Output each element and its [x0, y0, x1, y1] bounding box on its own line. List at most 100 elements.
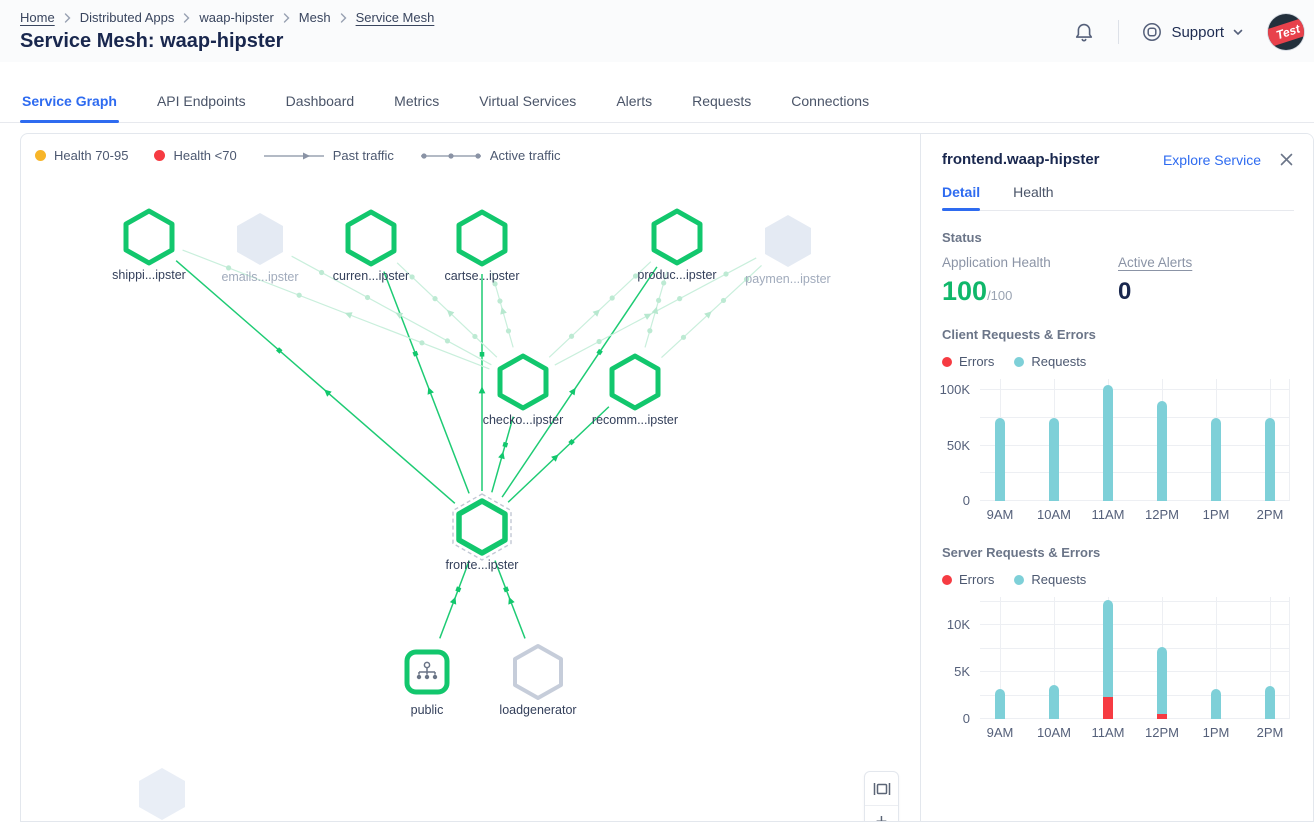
legend-label: Past traffic	[333, 148, 394, 163]
graph-zoom-controls: +	[864, 771, 899, 822]
graph-node-frontend[interactable]: fronte...ipster	[446, 494, 519, 572]
graph-node-product[interactable]: produc...ipster	[637, 211, 716, 282]
legend-item: Health <70	[154, 148, 236, 163]
graph-edge-public-frontend	[440, 561, 469, 639]
chart-legend-label: Requests	[1031, 354, 1086, 369]
graph-node-shipping[interactable]: shippi...ipster	[112, 211, 186, 282]
y-tick-label: 5K	[954, 664, 970, 679]
chart-legend-label: Errors	[959, 354, 994, 369]
y-axis: 10K5K0	[942, 597, 970, 719]
tab-metrics[interactable]: Metrics	[392, 80, 441, 122]
active-alerts-label[interactable]: Active Alerts	[1118, 255, 1294, 270]
tab-requests[interactable]: Requests	[690, 80, 753, 122]
x-tick-label: 9AM	[987, 507, 1014, 522]
x-tick-label: 11AM	[1092, 725, 1125, 740]
charts-container: Client Requests & ErrorsErrorsRequests10…	[942, 327, 1294, 743]
graph-node-checkout[interactable]: checko...ipster	[483, 356, 564, 427]
graph-node-label: fronte...ipster	[446, 558, 519, 572]
tab-api-endpoints[interactable]: API Endpoints	[155, 80, 248, 122]
graph-edge-frontend-checkout	[492, 417, 513, 493]
chart-legend-item: Errors	[942, 354, 994, 369]
graph-node-emailservice[interactable]: emails...ipster	[221, 213, 298, 284]
breadcrumb-item[interactable]: Service Mesh	[356, 10, 435, 25]
chart-title: Client Requests & Errors	[942, 327, 1294, 342]
application-health-total: /100	[987, 288, 1012, 303]
graph-node-recommendation[interactable]: recomm...ipster	[592, 356, 678, 427]
breadcrumb-item: Mesh	[299, 10, 331, 25]
legend-item: Active traffic	[420, 148, 561, 163]
tab-service-graph[interactable]: Service Graph	[20, 80, 119, 122]
graph-node-label: checko...ipster	[483, 413, 564, 427]
notifications-button[interactable]	[1064, 12, 1104, 52]
y-tick-label: 0	[963, 493, 970, 508]
breadcrumb-separator	[339, 12, 348, 24]
bar-2pm-requests	[1265, 418, 1275, 501]
chart-title: Server Requests & Errors	[942, 545, 1294, 560]
service-graph-canvas[interactable]: shippi...ipster emails...ipster curren...i…	[21, 134, 920, 822]
top-header: HomeDistributed Appswaap-hipsterMeshServ…	[0, 0, 1314, 62]
panel-tab-health[interactable]: Health	[1013, 184, 1053, 210]
bar-2pm-requests	[1265, 686, 1275, 719]
chart-legend-label: Requests	[1031, 572, 1086, 587]
tab-connections[interactable]: Connections	[789, 80, 871, 122]
bar-1pm-requests	[1211, 689, 1221, 719]
header-divider	[1118, 20, 1119, 44]
chevron-right-icon	[182, 12, 191, 24]
graph-node-loadgenerator[interactable]: loadgenerator	[499, 646, 576, 717]
x-axis: 9AM10AM11AM12PM1PM2PM	[980, 725, 1290, 743]
x-axis: 9AM10AM11AM12PM1PM2PM	[980, 507, 1290, 525]
graph-node-label: cartse...ipster	[444, 269, 519, 283]
graph-edge-loadgenerator-frontend	[495, 561, 525, 639]
past-traffic-line-icon	[263, 151, 325, 161]
tab-alerts[interactable]: Alerts	[614, 80, 654, 122]
close-panel-button[interactable]	[1279, 152, 1294, 167]
graph-node-payment[interactable]: paymen...ipster	[745, 215, 830, 286]
graph-node-label: recomm...ipster	[592, 413, 678, 427]
x-tick-label: 10AM	[1037, 725, 1071, 740]
avatar[interactable]: Test	[1268, 14, 1304, 50]
breadcrumb-item[interactable]: Home	[20, 10, 55, 25]
graph-node-label: loadgenerator	[499, 703, 576, 717]
service-mesh-card: shippi...ipster emails...ipster curren...i…	[20, 133, 1314, 822]
bar-12pm-requests	[1157, 401, 1167, 501]
errors-dot-icon	[942, 357, 952, 367]
x-tick-label: 12PM	[1145, 507, 1179, 522]
legend-label: Active traffic	[490, 148, 561, 163]
plot-area	[980, 597, 1290, 719]
x-tick-label: 12PM	[1145, 725, 1179, 740]
tab-dashboard[interactable]: Dashboard	[284, 80, 357, 122]
health-critical-dot-icon	[154, 150, 165, 161]
chart-legend-item: Requests	[1014, 354, 1086, 369]
graph-edge-frontend-shipping	[176, 261, 455, 504]
support-icon	[1141, 21, 1163, 43]
tab-virtual-services[interactable]: Virtual Services	[477, 80, 578, 122]
application-health-value: 100	[942, 276, 987, 306]
explore-service-link[interactable]: Explore Service	[1163, 152, 1261, 168]
x-tick-label: 2PM	[1257, 507, 1284, 522]
graph-node-public[interactable]: public	[407, 652, 447, 717]
zoom-in-button[interactable]: +	[865, 805, 898, 822]
bar-11am-errors	[1103, 697, 1113, 719]
fit-to-view-button[interactable]	[865, 772, 898, 805]
support-label: Support	[1171, 24, 1224, 41]
graph-edge-checkout-cartservice	[492, 273, 513, 348]
plot-area	[980, 379, 1290, 501]
breadcrumb-separator	[63, 12, 72, 24]
graph-node-currency[interactable]: curren...ipster	[333, 212, 409, 283]
graph-node-cartservice[interactable]: cartse...ipster	[444, 212, 519, 283]
support-menu[interactable]: Support	[1133, 21, 1252, 43]
fit-to-view-icon	[872, 779, 892, 799]
bar-12pm-errors	[1157, 714, 1167, 719]
panel-tab-bar: Detail Health	[942, 184, 1294, 211]
graph-edge-frontend-cartservice	[479, 274, 486, 491]
panel-tab-detail[interactable]: Detail	[942, 184, 980, 210]
legend-label: Health <70	[173, 148, 236, 163]
graph-node-label: produc...ipster	[637, 268, 716, 282]
y-tick-label: 100K	[940, 382, 970, 397]
legend-item: Past traffic	[263, 148, 394, 163]
graph-node-label: emails...ipster	[221, 270, 298, 284]
close-icon	[1279, 152, 1294, 167]
y-tick-label: 50K	[947, 438, 970, 453]
chevron-right-icon	[63, 12, 72, 24]
graph-edge-checkout-shipping	[183, 250, 490, 369]
